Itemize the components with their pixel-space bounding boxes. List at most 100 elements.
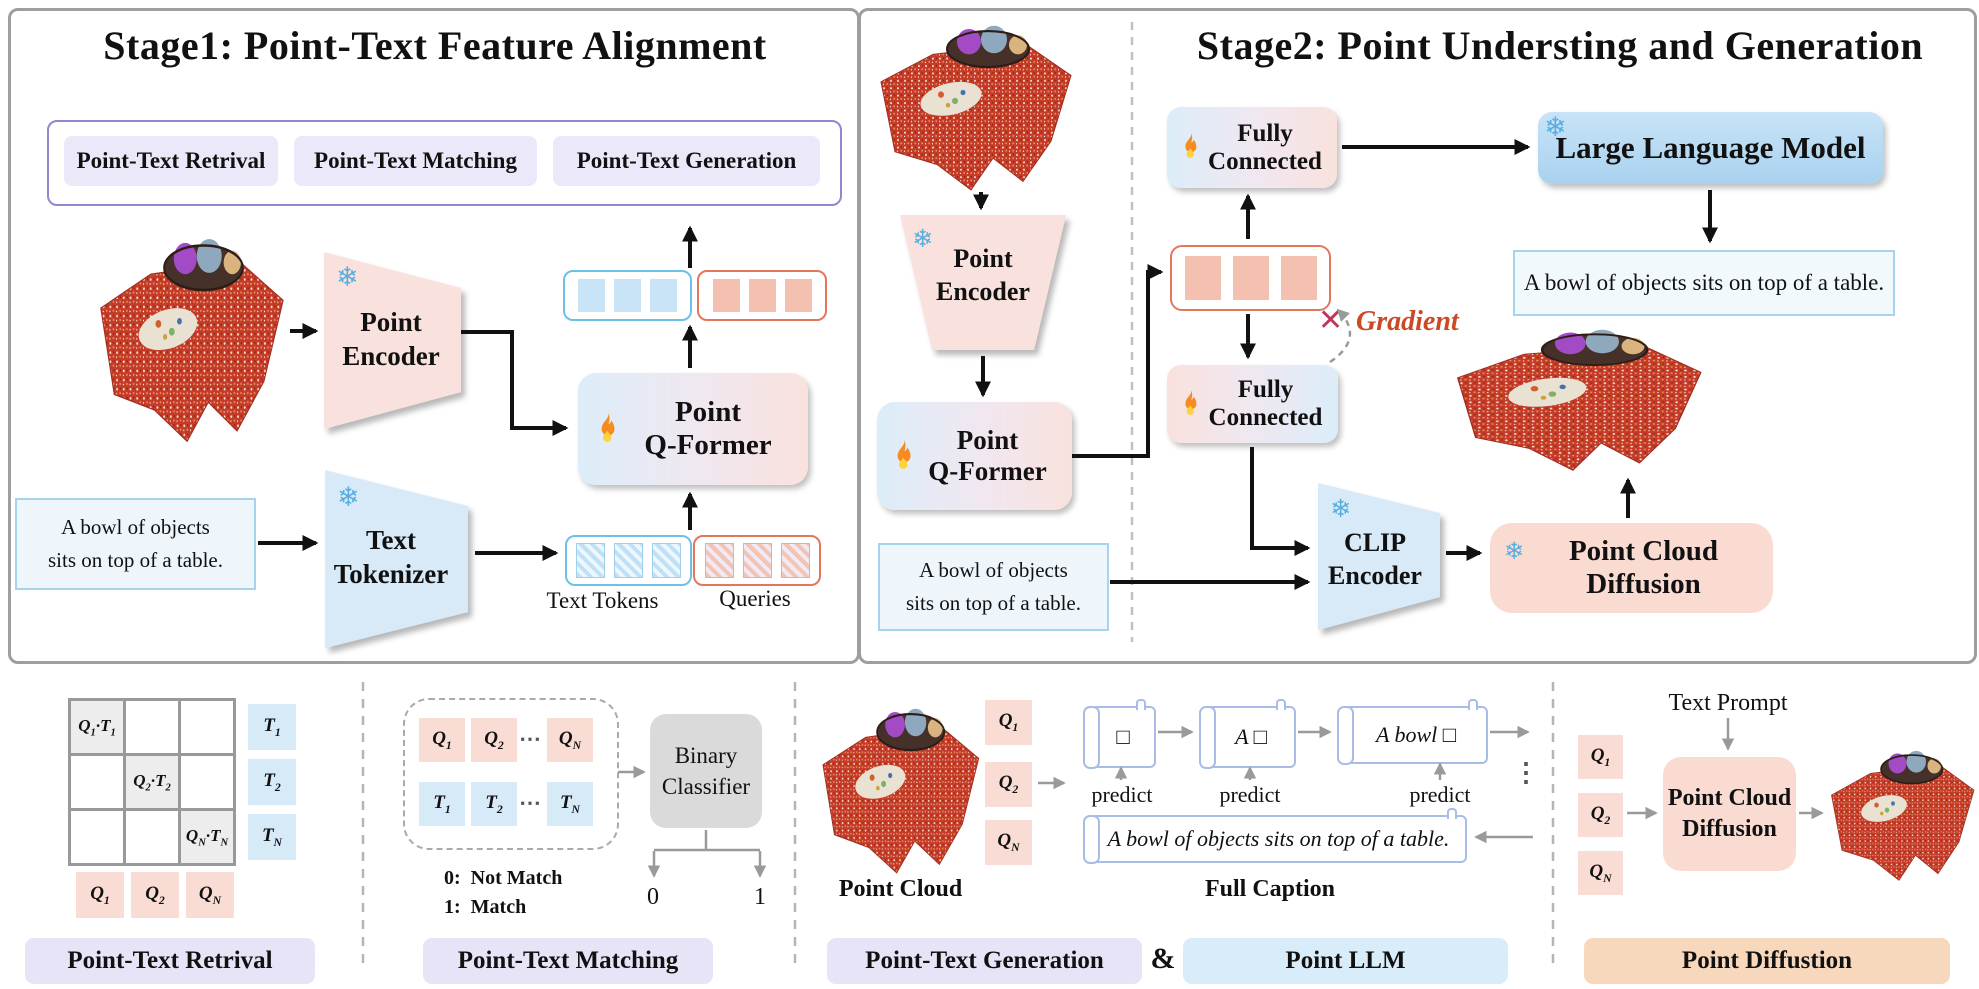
point-cloud-caption: Point Cloud bbox=[838, 876, 963, 902]
snowflake-icon: ❄ bbox=[1544, 112, 1567, 143]
stage2-title: Stage2: Point Understing and Generation bbox=[1196, 23, 1924, 68]
fully-connected-bottom: Fully Connected bbox=[1167, 365, 1338, 443]
token-square bbox=[578, 279, 605, 312]
token-square bbox=[1232, 256, 1269, 300]
query-feature-square: Q1 bbox=[76, 872, 124, 918]
point-qformer-stage2-label: Point Q-Former bbox=[928, 425, 1047, 486]
text-feature-square: TN bbox=[547, 782, 593, 826]
matrix-cell bbox=[71, 756, 123, 808]
predict-label: predict bbox=[1409, 782, 1471, 807]
token-square bbox=[650, 279, 677, 312]
large-language-model: ❄ Large Language Model bbox=[1538, 112, 1883, 184]
token-square bbox=[1184, 256, 1221, 300]
input-caption-stage2: A bowl of objects sits on top of a table… bbox=[878, 543, 1109, 631]
task-point-text-matching: Point-Text Matching bbox=[294, 136, 537, 186]
point-encoder-stage2-label: Point Encoder bbox=[936, 244, 1030, 306]
fully-connected-bottom-label: Fully Connected bbox=[1208, 376, 1323, 431]
scroll-step-3: A bowl □ bbox=[1337, 699, 1488, 765]
diffusion-footer-label: Point Diffustion bbox=[1584, 938, 1950, 984]
text-tokens-box bbox=[565, 535, 692, 586]
point-llm-footer-label: Point LLM bbox=[1183, 938, 1508, 984]
flame-icon bbox=[897, 440, 911, 469]
full-caption-scroll: A bowl of objects sits on top of a table… bbox=[1083, 808, 1467, 864]
query-feature-square: Q2 bbox=[131, 872, 179, 918]
query-feature-square: Q2 bbox=[985, 762, 1032, 807]
text-feature-square: T1 bbox=[419, 782, 465, 826]
hatched-token-square bbox=[652, 543, 681, 578]
point-feature-tokens bbox=[563, 270, 692, 321]
hatched-token-square bbox=[576, 543, 605, 578]
flame-icon bbox=[1185, 390, 1197, 415]
matrix-cell-diagonal: QN·TN bbox=[181, 811, 233, 863]
point-cloud-diffusion-small-label: Point Cloud Diffusion bbox=[1667, 784, 1792, 842]
gradient-label: Gradient bbox=[1356, 306, 1459, 337]
matrix-cell bbox=[71, 811, 123, 863]
task-point-text-generation: Point-Text Generation bbox=[553, 136, 820, 186]
snowflake-icon: ❄ bbox=[336, 262, 359, 293]
vertical-ellipsis: ⋮ bbox=[1513, 758, 1539, 787]
query-feature-tokens bbox=[697, 270, 827, 321]
point-cloud-diffusion-small: Point Cloud Diffusion bbox=[1663, 757, 1796, 871]
snowflake-icon: ❄ bbox=[1330, 494, 1351, 523]
query-feature-square: QN bbox=[985, 820, 1032, 865]
query-feature-square: Q1 bbox=[1578, 735, 1623, 779]
token-square bbox=[1280, 256, 1317, 300]
similarity-matrix: Q1·T1 Q2·T2 QN·TN bbox=[68, 698, 236, 866]
query-feature-square: QN bbox=[547, 718, 593, 762]
query-feature-square: QN bbox=[186, 872, 234, 918]
text-feature-square: T2 bbox=[248, 759, 296, 805]
llm-label: Large Language Model bbox=[1555, 130, 1866, 165]
scroll-step-2: A □ bbox=[1199, 699, 1296, 769]
fully-connected-top: Fully Connected bbox=[1167, 107, 1337, 188]
output-one: 1 bbox=[754, 884, 766, 910]
queries-box bbox=[693, 535, 821, 586]
queries-label: Queries bbox=[719, 586, 791, 611]
token-square bbox=[614, 279, 641, 312]
output-caption-stage2: A bowl of objects sits on top of a table… bbox=[1513, 250, 1895, 316]
token-square bbox=[712, 279, 740, 312]
matching-footer-label: Point-Text Matching bbox=[423, 938, 713, 984]
query-feature-square: Q2 bbox=[1578, 793, 1623, 837]
text-tokenizer-label: Text Tokenizer bbox=[333, 525, 449, 589]
flame-icon bbox=[1185, 133, 1197, 158]
predict-label: predict bbox=[1219, 782, 1281, 807]
query-feature-square: QN bbox=[1578, 851, 1623, 895]
matrix-cell bbox=[126, 811, 178, 863]
hatched-token-square bbox=[614, 543, 643, 578]
hatched-token-square bbox=[742, 543, 772, 578]
task-point-text-retrieval: Point-Text Retrival bbox=[64, 136, 278, 186]
point-cloud-diffusion-label: Point Cloud Diffusion bbox=[1568, 535, 1719, 600]
stage1-title: Stage1: Point-Text Feature Alignment bbox=[103, 23, 767, 68]
output-zero: 0 bbox=[647, 884, 659, 910]
input-caption-stage1: A bowl of objects sits on top of a table… bbox=[15, 498, 256, 590]
point-cloud-diffusion: ❄ Point Cloud Diffusion bbox=[1490, 523, 1773, 613]
binary-classifier-label: Binary Classifier bbox=[661, 742, 751, 799]
hatched-token-square bbox=[704, 543, 734, 578]
text-prompt-label: Text Prompt bbox=[1668, 690, 1788, 716]
matrix-cell bbox=[181, 756, 233, 808]
predict-label: predict bbox=[1091, 782, 1153, 807]
point-embedding-tokens bbox=[1170, 245, 1331, 311]
hatched-token-square bbox=[780, 543, 810, 578]
query-text-pair-container bbox=[403, 698, 619, 850]
fully-connected-top-label: Fully Connected bbox=[1208, 119, 1322, 175]
query-feature-square: Q1 bbox=[985, 700, 1032, 745]
retrieval-footer-label: Point-Text Retrival bbox=[25, 938, 315, 984]
snowflake-icon: ❄ bbox=[912, 224, 933, 253]
query-feature-square: Q2 bbox=[471, 718, 517, 762]
token-square bbox=[784, 279, 812, 312]
generation-footer-label: Point-Text Generation bbox=[827, 938, 1142, 984]
flame-icon bbox=[601, 413, 615, 442]
text-feature-square: T1 bbox=[248, 704, 296, 750]
snowflake-icon: ❄ bbox=[1504, 537, 1525, 565]
full-caption-label: Full Caption bbox=[1204, 876, 1336, 902]
point-encoder-stage1-label: Point Encoder bbox=[342, 307, 440, 371]
point-qformer-stage1: Point Q-Former bbox=[578, 373, 808, 485]
token-square bbox=[748, 279, 776, 312]
text-feature-square: T2 bbox=[471, 782, 517, 826]
matrix-cell-diagonal: Q1·T1 bbox=[71, 701, 123, 753]
point-qformer-stage1-label: Point Q-Former bbox=[644, 396, 772, 461]
